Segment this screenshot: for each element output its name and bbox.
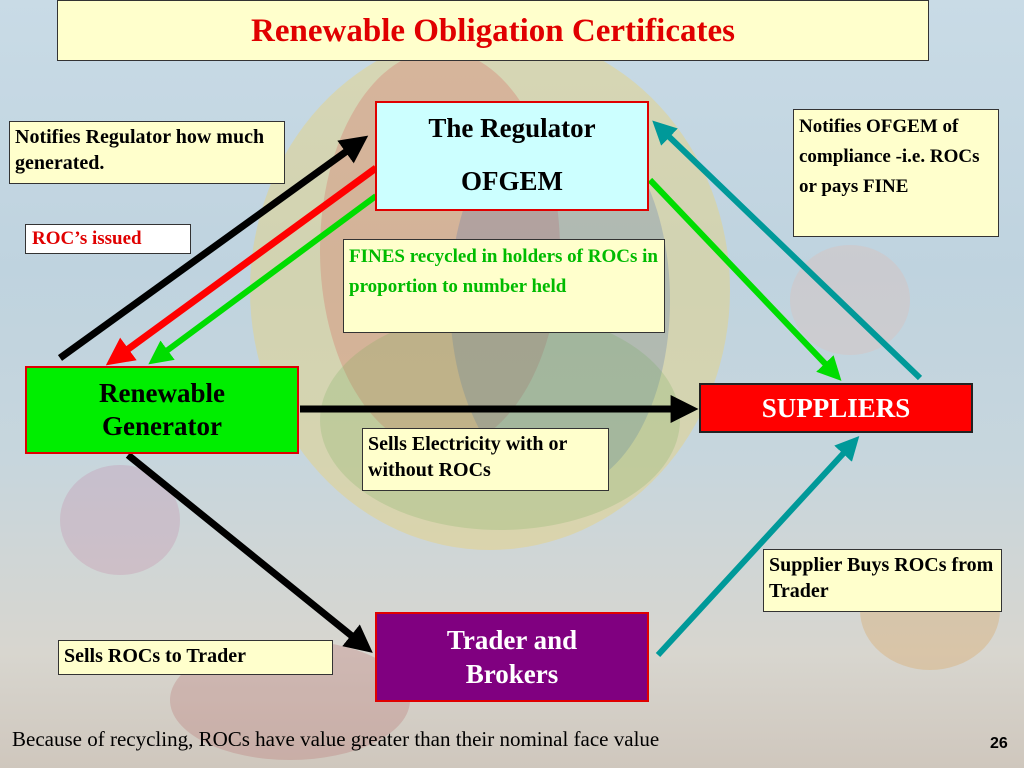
arrow-trader-to-suppliers-teal xyxy=(655,436,860,658)
arrow-regulator-to-generator-green xyxy=(148,193,378,365)
note-fines-recycled: FINES recycled in holders of ROCs in pro… xyxy=(343,239,665,333)
generator-line1: Renewable xyxy=(99,378,225,408)
note-sells-electricity: Sells Electricity with or without ROCs xyxy=(362,428,609,491)
arrow-suppliers-to-regulator-teal xyxy=(652,120,923,381)
trader-line2: Brokers xyxy=(465,659,559,689)
trader-node: Trader and Brokers xyxy=(375,612,649,702)
arrow-regulator-to-generator-red xyxy=(105,165,379,366)
note-notifies-regulator: Notifies Regulator how much generated. xyxy=(9,121,285,184)
page-number: 26 xyxy=(990,735,1008,752)
note-sells-rocs: Sells ROCs to Trader xyxy=(58,640,333,675)
arrow-generator-to-regulator xyxy=(57,135,369,361)
footer-caption: Because of recycling, ROCs have value gr… xyxy=(12,727,660,751)
arrow-regulator-to-suppliers-green xyxy=(647,177,842,381)
note-roc-issued: ROC’s issued xyxy=(25,224,191,254)
regulator-line1: The Regulator xyxy=(428,113,596,143)
regulator-line2: OFGEM xyxy=(461,166,563,196)
slide-title: Renewable Obligation Certificates xyxy=(57,0,929,61)
suppliers-node: SUPPLIERS xyxy=(699,383,973,433)
generator-node: Renewable Generator xyxy=(25,366,299,454)
trader-line1: Trader and xyxy=(446,625,578,655)
arrow-generator-to-trader xyxy=(125,452,373,653)
generator-line2: Generator xyxy=(102,411,222,441)
note-supplier-buys: Supplier Buys ROCs from Trader xyxy=(763,549,1002,612)
regulator-node: The Regulator OFGEM xyxy=(375,101,649,211)
note-notifies-ofgem: Notifies OFGEM of compliance -i.e. ROCs … xyxy=(793,109,999,237)
